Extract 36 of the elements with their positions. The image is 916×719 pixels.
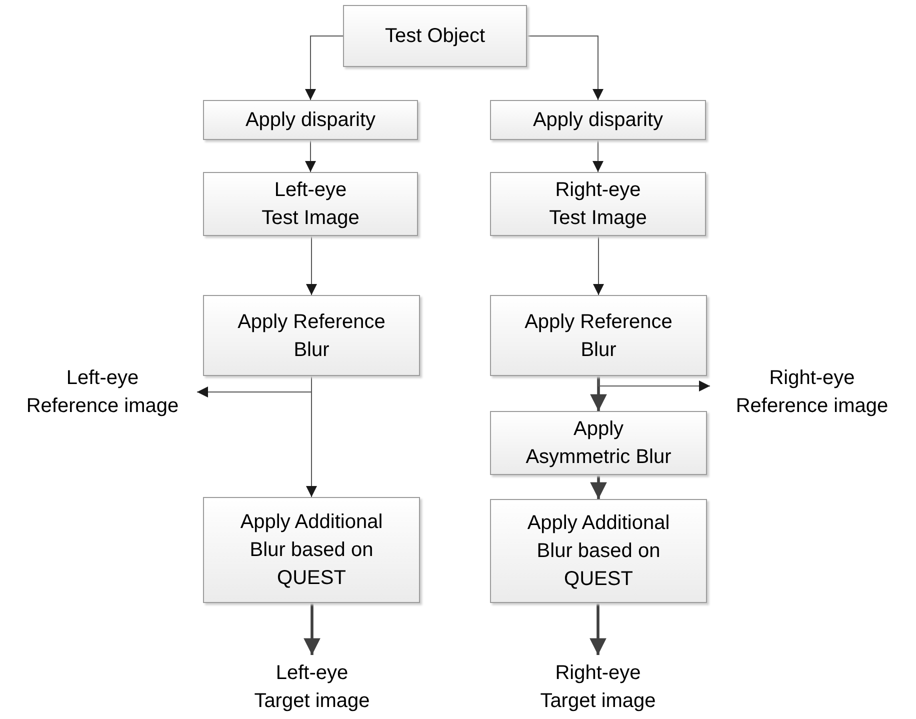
arrow (590, 376, 607, 411)
arrow (526, 36, 604, 100)
arrow (304, 603, 320, 655)
arrow (592, 140, 604, 172)
box-text: Test Object (384, 24, 486, 49)
box-text: Right-eye Test Image (548, 178, 648, 231)
box-text: Apply disparity (245, 108, 376, 133)
box-text: Apply Reference Blur (524, 310, 674, 362)
process-box (203, 100, 418, 140)
process-box (343, 5, 527, 67)
box-text: Left-eye Test Image (260, 178, 360, 231)
process-box (203, 497, 420, 603)
arrow (590, 475, 607, 499)
output-label: Right-eye Reference image (710, 360, 914, 424)
process-box (203, 172, 418, 236)
arrow (598, 376, 710, 392)
arrow (306, 376, 317, 498)
arrow (305, 140, 316, 172)
output-label: Right-eye Target image (498, 655, 698, 719)
box-text: Apply Additional Blur based on QUEST (239, 510, 384, 591)
process-box (490, 499, 707, 603)
process-box (490, 295, 707, 376)
process-box (490, 172, 706, 236)
box-text: Apply Additional Blur based on QUEST (526, 511, 671, 592)
arrow (306, 236, 317, 296)
arrow (305, 36, 344, 100)
arrow (590, 603, 606, 655)
process-box (490, 411, 707, 475)
output-label: Left-eye Reference image (8, 360, 197, 424)
box-text: Apply disparity (532, 108, 664, 133)
arrow (593, 236, 604, 296)
process-box (203, 295, 420, 376)
process-box (490, 100, 706, 140)
box-text: Apply Asymmetric Blur (524, 417, 672, 470)
output-label: Left-eye Target image (212, 655, 412, 719)
box-text: Apply Reference Blur (236, 310, 386, 362)
